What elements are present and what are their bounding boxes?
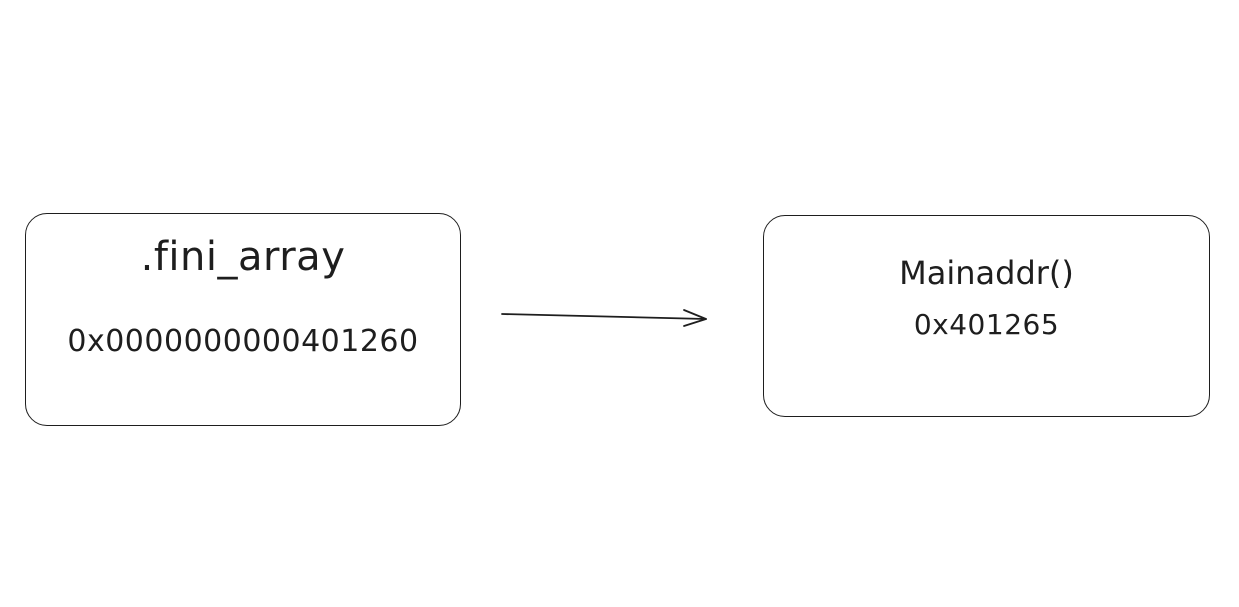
mainaddr-node: Mainaddr() 0x401265 (763, 215, 1210, 417)
fini-array-address: 0x0000000000401260 (67, 324, 419, 359)
arrow-head (683, 309, 707, 327)
fini-array-node: .fini_array 0x0000000000401260 (25, 213, 461, 426)
arrow-shaft (501, 313, 707, 320)
fini-array-title: .fini_array (140, 234, 346, 280)
mainaddr-address: 0x401265 (913, 308, 1060, 341)
mainaddr-title: Mainaddr() (899, 254, 1074, 292)
